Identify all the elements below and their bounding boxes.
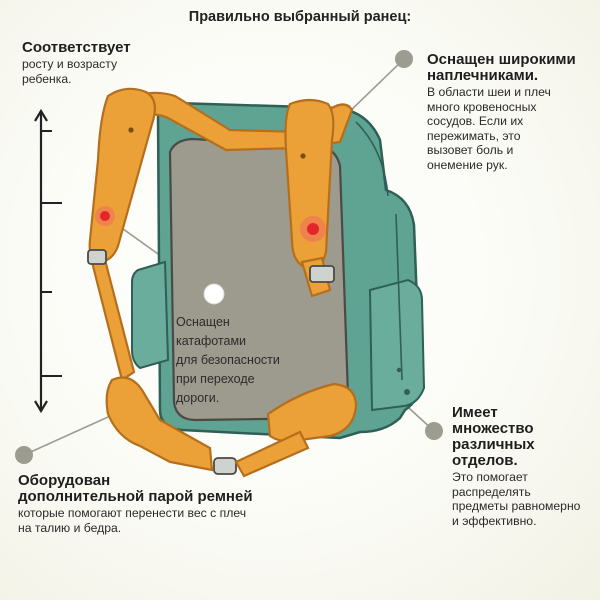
callout-hip-belt-text: которые помогают перенести вес с плеч на… [18, 506, 247, 535]
reflector-markers [95, 206, 326, 242]
hip-belt [105, 376, 358, 478]
callout-compartments: Имеет множество различных отделов. Это п… [452, 405, 592, 528]
callout-shoulder-text: В области шеи и плеч много кровеносных с… [427, 85, 551, 172]
callout-compartments-heading: Имеет множество различных отделов. [452, 404, 535, 469]
callout-height-text: росту и возрасту ребенка. [22, 57, 118, 86]
callout-compartments-text: Это помогает распределять предметы равно… [452, 470, 581, 528]
callout-hip-belt-heading: Оборудован дополнительной парой ремней [18, 472, 253, 505]
callout-shoulder-straps: Оснащен широкими наплечниками. В области… [427, 52, 592, 172]
callout-hip-belt: Оборудован дополнительной парой ремней к… [18, 473, 308, 535]
callout-shoulder-heading: Оснащен широкими наплечниками. [427, 51, 576, 84]
callout-reflectors: Оснащен катафотами для безопасности при … [176, 315, 280, 405]
height-scale-icon [34, 108, 62, 414]
callout-height-heading: Соответствует [22, 39, 131, 56]
callout-markers [15, 50, 443, 464]
page-title: Правильно выбранный ранец: [188, 9, 412, 25]
callout-height: Соответствует росту и возрасту ребенка. [22, 40, 172, 86]
